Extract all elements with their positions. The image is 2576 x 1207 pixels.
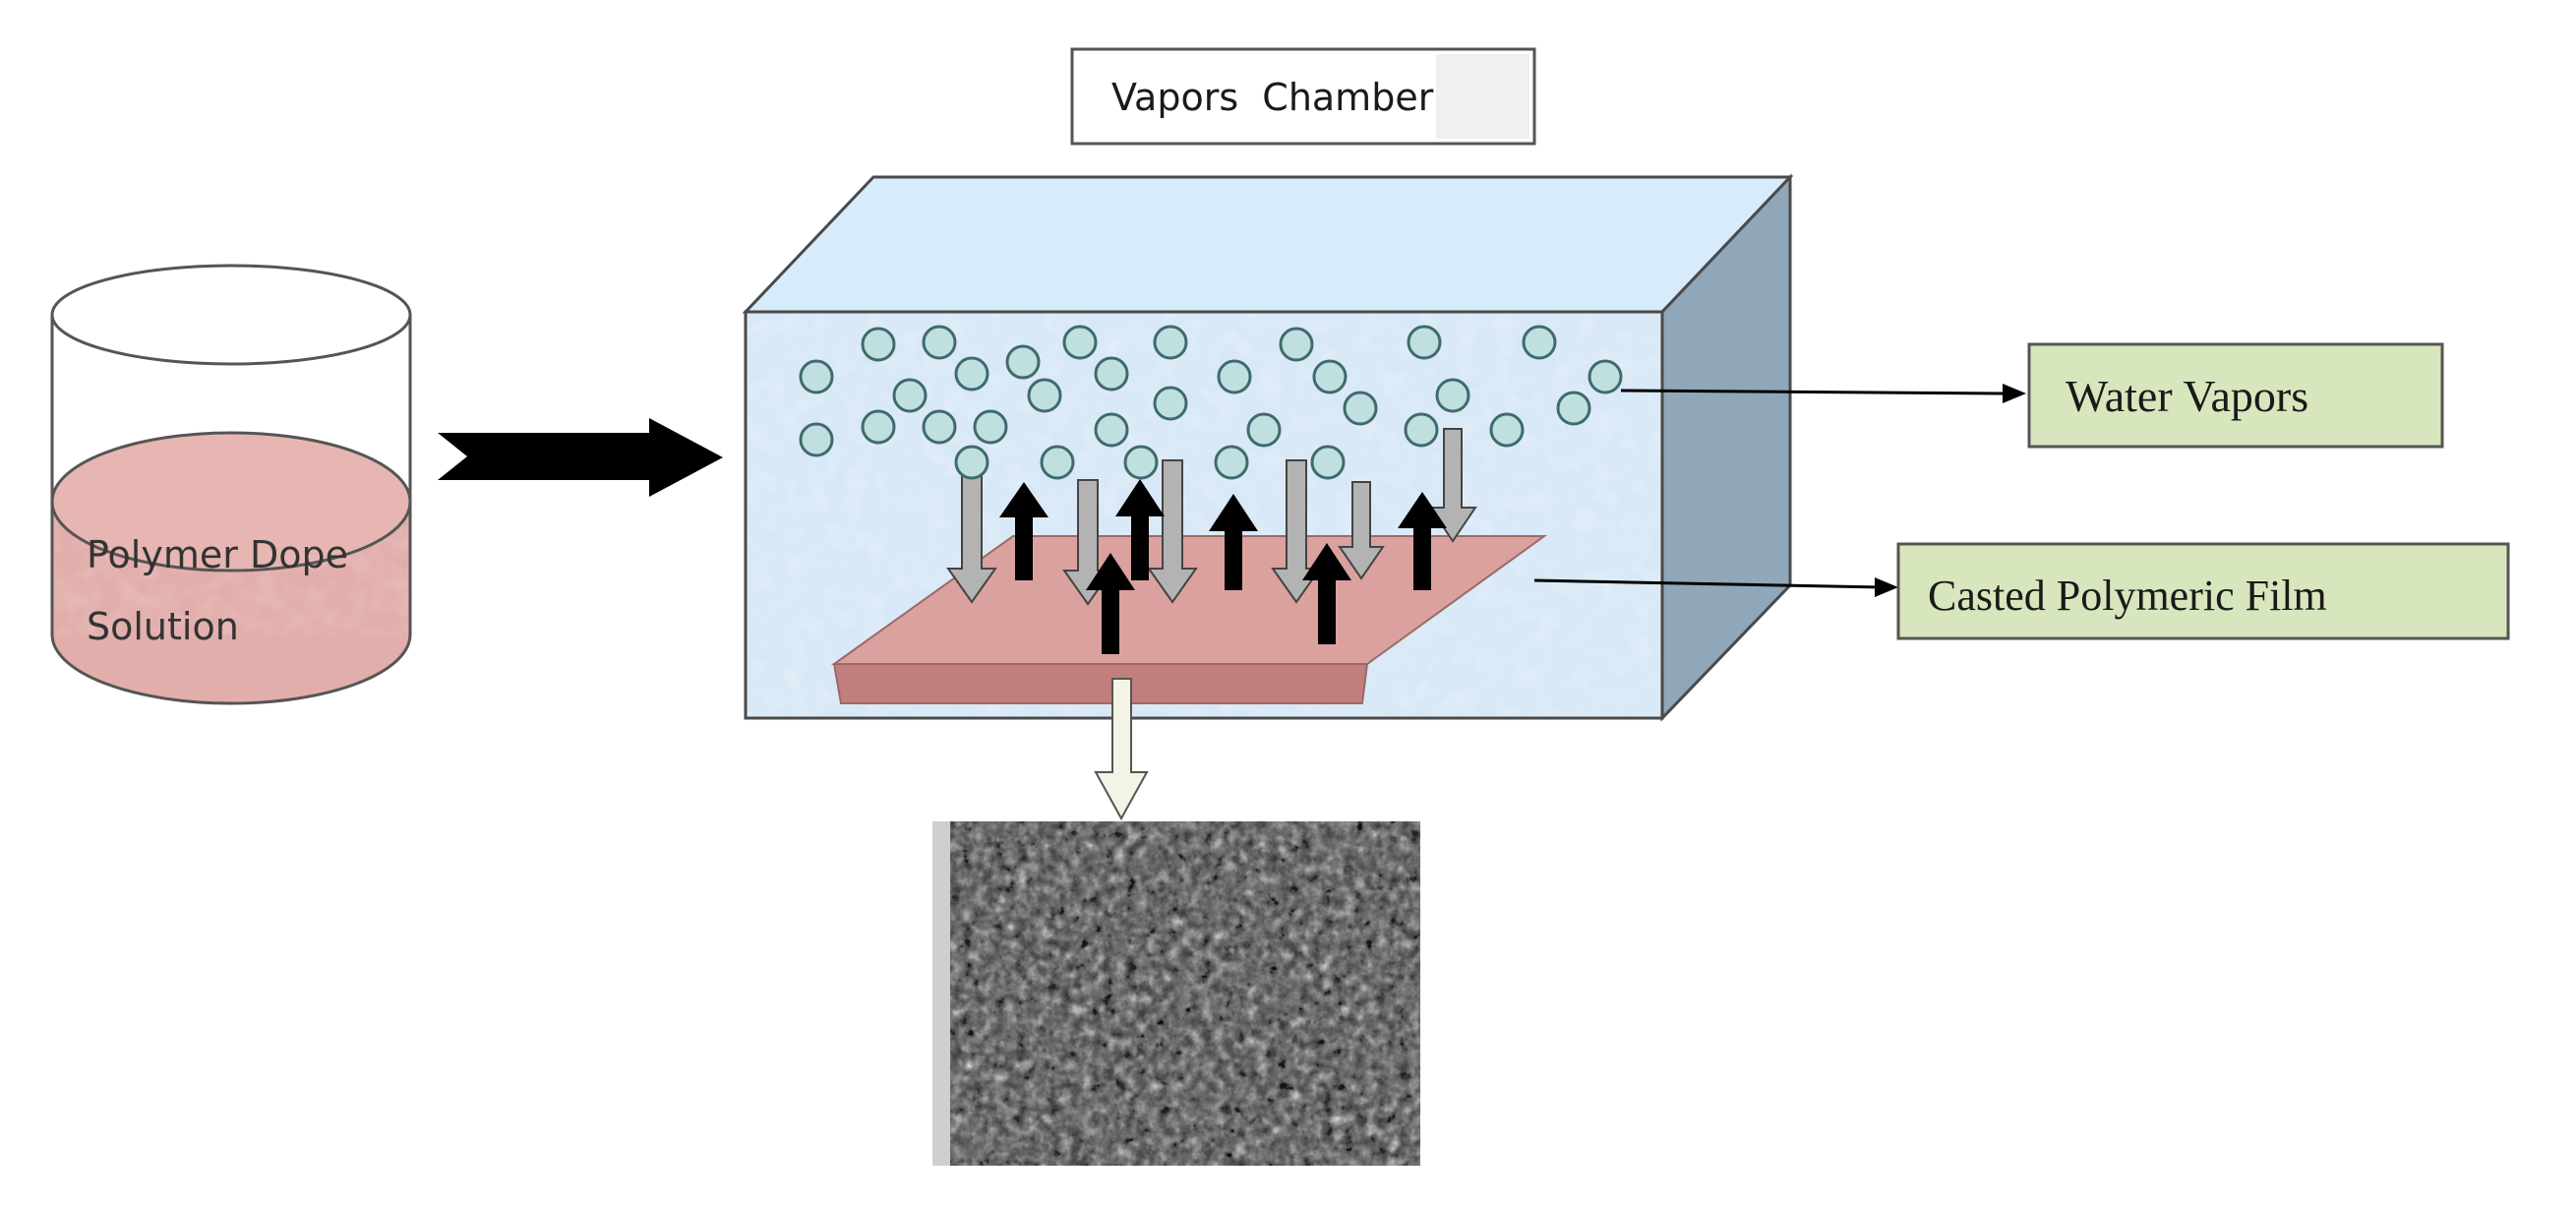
up-arrow-icon: [999, 482, 1048, 580]
water-droplet-icon: [799, 359, 834, 394]
chamber-title: Vapors Chamber: [1111, 76, 1434, 119]
water-droplet-icon: [892, 378, 928, 413]
water-droplet-icon: [1312, 359, 1348, 394]
water-droplet-icon: [1062, 325, 1098, 360]
down-arrow-icon: [1338, 481, 1385, 580]
casted-film-label-box: Casted Polymeric Film: [1896, 542, 2510, 640]
water-droplet-icon: [799, 422, 834, 457]
water-droplet-icon: [973, 409, 1008, 445]
water-droplet-icon: [1310, 445, 1346, 480]
down-arrow-icon: [1147, 459, 1198, 604]
water-droplet-icon: [1404, 412, 1439, 448]
beaker-label-line1: Polymer Dope: [87, 533, 348, 576]
water-droplet-icon: [1123, 445, 1159, 480]
down-arrow-icon: [1271, 459, 1322, 604]
water-droplet-icon: [1094, 412, 1129, 448]
water-droplet-icon: [1246, 412, 1282, 448]
water-droplet-icon: [861, 327, 896, 362]
water-leader-line: [1620, 384, 2026, 403]
water-droplet-icon: [1094, 356, 1129, 392]
process-arrow: [438, 418, 723, 497]
water-droplet-icon: [1343, 391, 1378, 426]
up-arrow-group: [999, 479, 1447, 654]
chamber-title-box: Vapors Chamber: [1070, 47, 1536, 146]
water-vapors-label: Water Vapors: [2066, 371, 2308, 421]
water-vapors-label-box: Water Vapors: [2027, 342, 2444, 449]
film-leader-line: [1533, 577, 1898, 597]
water-droplet-icon: [1489, 412, 1525, 448]
water-droplet-icon: [1407, 325, 1442, 360]
water-droplet-icon: [1040, 445, 1075, 480]
beaker-rim: [50, 264, 412, 366]
water-droplet-icon: [1556, 391, 1591, 426]
water-droplet-icon: [1217, 359, 1252, 394]
sem-link-arrow: [1094, 678, 1149, 821]
down-arrow-icon: [946, 473, 997, 604]
up-arrow-icon: [1398, 492, 1447, 590]
water-droplet-icon: [861, 409, 896, 445]
water-droplet-icon: [1214, 445, 1249, 480]
up-arrow-icon: [1086, 553, 1135, 654]
water-droplet-icon: [1588, 359, 1623, 394]
chamber-top-face: [742, 175, 1794, 314]
water-droplet-icon: [1153, 325, 1188, 360]
sem-micrograph-icon: [932, 821, 1420, 1166]
water-droplet-icon: [922, 325, 957, 360]
up-arrow-icon: [1209, 494, 1258, 590]
water-droplet-icon: [1153, 386, 1188, 421]
water-droplet-group: [799, 325, 1623, 480]
water-droplet-icon: [954, 356, 989, 392]
water-droplet-icon: [1522, 325, 1557, 360]
up-arrow-icon: [1115, 479, 1165, 580]
beaker-label-line2: Solution: [87, 605, 239, 648]
up-arrow-icon: [1302, 543, 1351, 644]
water-droplet-icon: [1279, 327, 1314, 362]
casted-film-label: Casted Polymeric Film: [1928, 572, 2327, 620]
beaker-icon: Polymer Dope Solution: [50, 264, 412, 705]
water-droplet-icon: [1005, 344, 1041, 380]
water-droplet-icon: [1027, 378, 1062, 413]
water-droplet-icon: [1435, 378, 1470, 413]
down-arrow-icon: [1428, 428, 1477, 543]
water-droplet-icon: [954, 445, 989, 480]
water-droplet-icon: [922, 409, 957, 445]
